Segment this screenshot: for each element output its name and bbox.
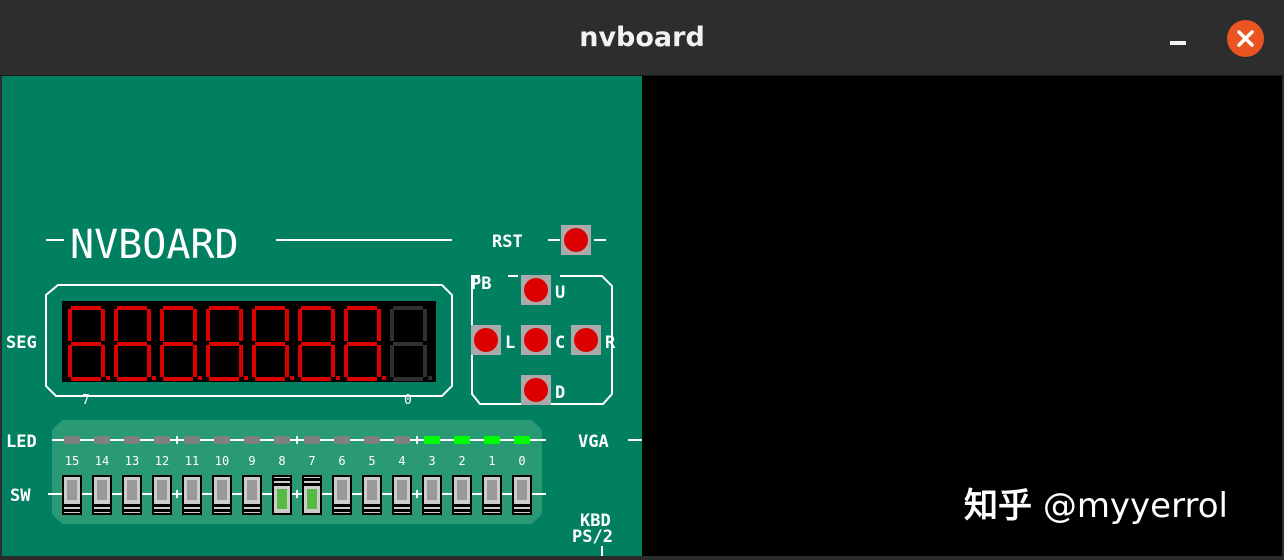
close-button[interactable] (1227, 20, 1264, 57)
btn-down-label: D (555, 383, 565, 403)
led-2 (454, 436, 470, 444)
switch-11[interactable] (182, 475, 202, 515)
switch-13[interactable] (122, 475, 142, 515)
rst-button[interactable] (561, 225, 591, 255)
led-number: 15 (65, 454, 79, 468)
led-number: 1 (488, 454, 495, 468)
led-number: 0 (518, 454, 525, 468)
switch-1[interactable] (482, 475, 502, 515)
seg-digit (114, 306, 156, 381)
switch-9[interactable] (242, 475, 262, 515)
seg-index-left: 7 (82, 393, 90, 408)
led-5 (364, 436, 380, 444)
btn-center-label: C (555, 333, 565, 353)
switch-10[interactable] (212, 475, 232, 515)
vga-display (642, 76, 1282, 556)
btn-left-label: L (505, 333, 515, 353)
led-7 (304, 436, 320, 444)
led-14 (94, 436, 110, 444)
pb-label: PB (471, 274, 491, 294)
led-10 (214, 436, 230, 444)
vga-label: VGA (578, 432, 609, 452)
led-0 (514, 436, 530, 444)
led-label: LED (6, 432, 37, 452)
watermark: 知乎 @myyerrol (964, 478, 1228, 527)
switch-4[interactable] (392, 475, 412, 515)
led-11 (184, 436, 200, 444)
switch-0[interactable] (512, 475, 532, 515)
led-number: 11 (185, 454, 199, 468)
led-3 (424, 436, 440, 444)
minimize-button[interactable] (1168, 33, 1188, 53)
switch-5[interactable] (362, 475, 382, 515)
pb-button-center[interactable] (521, 325, 551, 355)
pb-button-down[interactable] (521, 375, 551, 405)
close-icon (1237, 30, 1254, 47)
pb-button-right[interactable] (571, 325, 601, 355)
led-number: 10 (215, 454, 229, 468)
ps2-label: PS/2 (572, 527, 613, 547)
switch-2[interactable] (452, 475, 472, 515)
seg-digit (206, 306, 248, 381)
led-number: 5 (368, 454, 375, 468)
led-15 (64, 436, 80, 444)
switch-12[interactable] (152, 475, 172, 515)
led-1 (484, 436, 500, 444)
seven-segment-display (62, 301, 436, 382)
led-number: 3 (428, 454, 435, 468)
btn-up-label: U (555, 283, 565, 303)
board-canvas: NVBOARD RST SEG 7 0 PB U L C (6, 222, 642, 556)
btn-right-label: R (605, 333, 616, 353)
switch-15[interactable] (62, 475, 82, 515)
seg-digit (68, 306, 110, 381)
led-13 (124, 436, 140, 444)
pb-button-left[interactable] (471, 325, 501, 355)
seg-digit (390, 306, 432, 381)
watermark-site: 知乎 (964, 486, 1032, 526)
pb-button-up[interactable] (521, 275, 551, 305)
seg-digit (344, 306, 386, 381)
led-number: 12 (155, 454, 169, 468)
switch-14[interactable] (92, 475, 112, 515)
seg-digit (160, 306, 202, 381)
logo-text: NVBOARD (70, 222, 239, 268)
led-number: 4 (398, 454, 405, 468)
minimize-icon (1170, 41, 1186, 45)
led-switch-panel (52, 420, 542, 524)
led-number: 8 (278, 454, 285, 468)
switch-3[interactable] (422, 475, 442, 515)
nvboard-panel: NVBOARD RST SEG 7 0 PB U L C (2, 76, 642, 556)
led-number: 7 (308, 454, 315, 468)
led-6 (334, 436, 350, 444)
switch-8[interactable] (272, 475, 292, 515)
title-bar[interactable]: nvboard (0, 0, 1284, 76)
seg-index-right: 0 (404, 393, 412, 408)
rst-label: RST (492, 232, 523, 252)
led-number: 6 (338, 454, 345, 468)
led-number: 2 (458, 454, 465, 468)
led-8 (274, 436, 290, 444)
led-4 (394, 436, 410, 444)
led-number: 9 (248, 454, 255, 468)
led-12 (154, 436, 170, 444)
led-number: 13 (125, 454, 139, 468)
led-number: 14 (95, 454, 109, 468)
seg-digit (298, 306, 340, 381)
sw-label: SW (10, 486, 31, 506)
switch-7[interactable] (302, 475, 322, 515)
seg-label: SEG (6, 333, 37, 353)
seg-digit (252, 306, 294, 381)
window-title: nvboard (579, 22, 705, 53)
led-9 (244, 436, 260, 444)
watermark-handle: @myyerrol (1042, 486, 1228, 526)
kbd-label: KBD (580, 511, 611, 531)
switch-6[interactable] (332, 475, 352, 515)
